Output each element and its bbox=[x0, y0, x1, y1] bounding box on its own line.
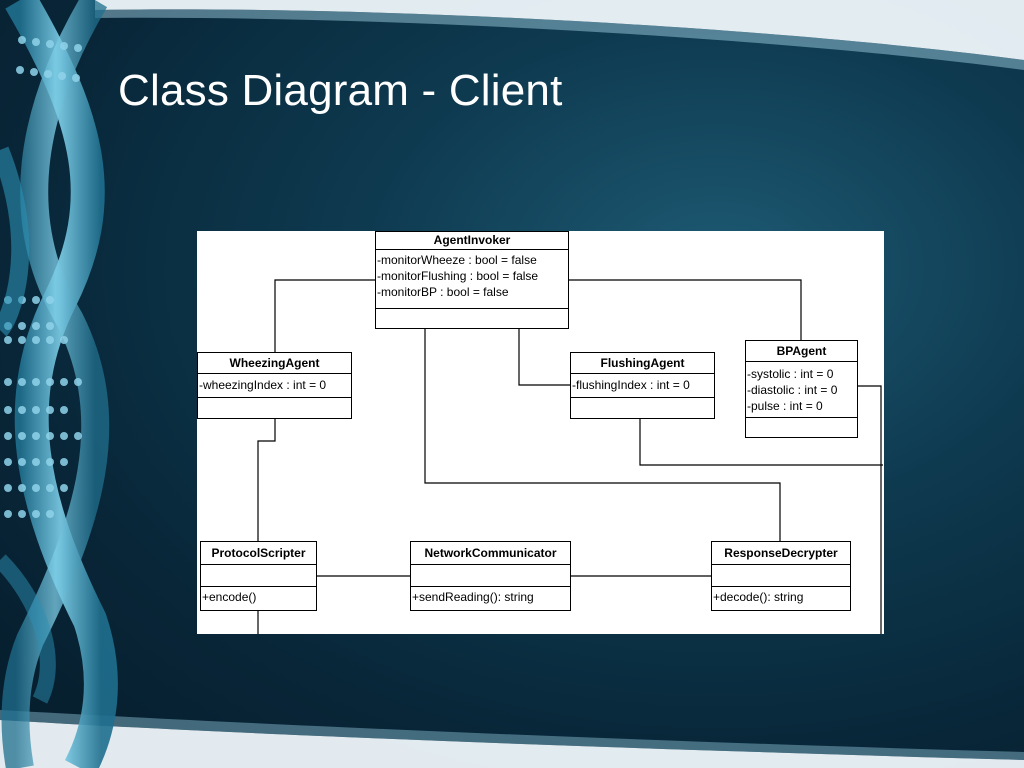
class-name: ProtocolScripter bbox=[201, 542, 316, 565]
attribute: -monitorWheeze : bool = false bbox=[377, 253, 537, 267]
assoc-invoker-flushing bbox=[518, 329, 570, 386]
class-name: ResponseDecrypter bbox=[712, 542, 850, 565]
class-network-communicator: NetworkCommunicator +sendReading(): stri… bbox=[410, 541, 571, 611]
assoc-bp-scripter bbox=[858, 385, 882, 634]
attribute: -wheezingIndex : int = 0 bbox=[199, 378, 327, 392]
attribute: -pulse : int = 0 bbox=[747, 399, 823, 413]
class-agent-invoker: AgentInvoker -monitorWheeze : bool = fal… bbox=[375, 231, 569, 329]
slide-title: Class Diagram - Client bbox=[118, 66, 563, 115]
method: +sendReading(): string bbox=[412, 590, 534, 604]
class-name: BPAgent bbox=[746, 341, 857, 362]
assoc-invoker-wheezing bbox=[274, 279, 375, 353]
assoc-wheezing-scripter bbox=[257, 419, 276, 541]
attribute: -monitorFlushing : bool = false bbox=[377, 269, 539, 283]
class-name: NetworkCommunicator bbox=[411, 542, 570, 565]
assoc-invoker-bp bbox=[568, 279, 802, 340]
assoc-flushing-bp bbox=[639, 419, 883, 466]
class-name: FlushingAgent bbox=[571, 353, 714, 374]
attributes-section bbox=[201, 565, 316, 587]
attribute: -flushingIndex : int = 0 bbox=[572, 378, 690, 392]
attributes-section bbox=[712, 565, 850, 587]
method: +encode() bbox=[202, 590, 257, 604]
attribute: -systolic : int = 0 bbox=[747, 367, 834, 381]
attribute: -monitorBP : bool = false bbox=[377, 285, 509, 299]
class-wheezing-agent: WheezingAgent -wheezingIndex : int = 0 bbox=[197, 352, 352, 419]
association-lines bbox=[257, 279, 883, 634]
class-response-decrypter: ResponseDecrypter +decode(): string bbox=[711, 541, 851, 611]
attributes-section: -wheezingIndex : int = 0 bbox=[198, 374, 351, 398]
assoc-invoker-decrypter bbox=[424, 329, 781, 541]
class-name: AgentInvoker bbox=[376, 232, 568, 250]
attributes-section: -monitorWheeze : bool = false -monitorFl… bbox=[376, 250, 568, 309]
attributes-section: -systolic : int = 0 -diastolic : int = 0… bbox=[746, 362, 857, 418]
class-name: WheezingAgent bbox=[198, 353, 351, 374]
attributes-section bbox=[411, 565, 570, 587]
uml-class-diagram: AgentInvoker -monitorWheeze : bool = fal… bbox=[197, 231, 884, 634]
class-protocol-scripter: ProtocolScripter +encode() bbox=[200, 541, 317, 611]
attribute: -diastolic : int = 0 bbox=[747, 383, 838, 397]
class-bp-agent: BPAgent -systolic : int = 0 -diastolic :… bbox=[745, 340, 858, 438]
method: +decode(): string bbox=[713, 590, 804, 604]
attributes-section: -flushingIndex : int = 0 bbox=[571, 374, 714, 398]
class-flushing-agent: FlushingAgent -flushingIndex : int = 0 bbox=[570, 352, 715, 419]
